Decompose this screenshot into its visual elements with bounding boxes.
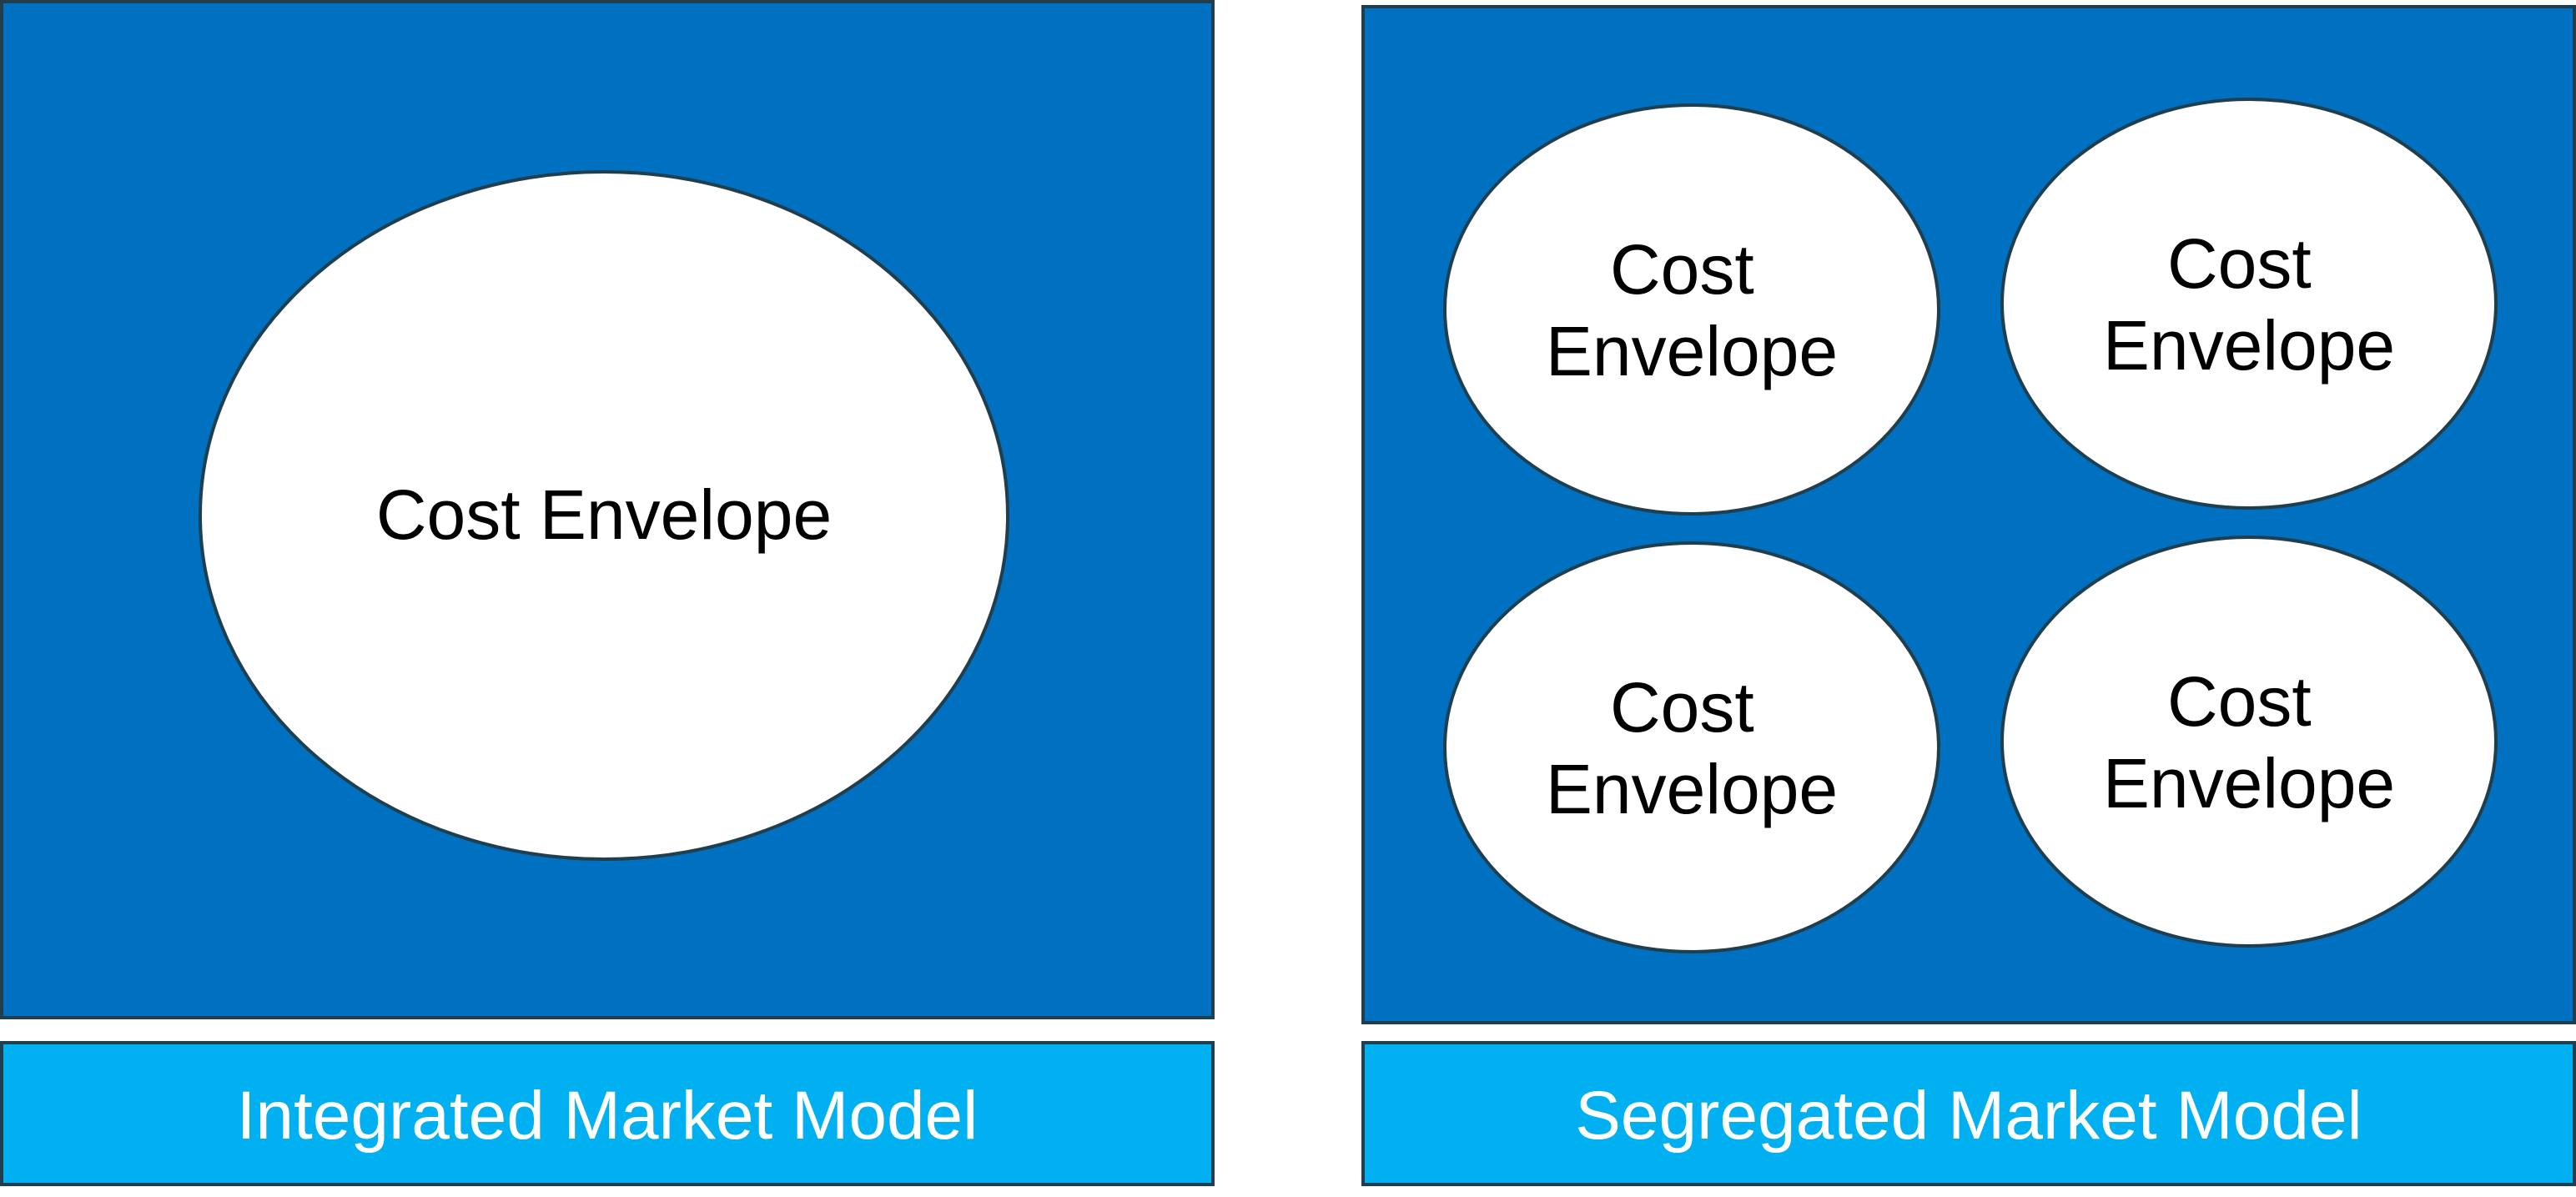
cost-envelope-ellipse xyxy=(2000,98,2498,510)
segregated-caption: Segregated Market Model xyxy=(1575,1078,2362,1154)
segregated-cost-envelope-1: Cost Envelope xyxy=(1443,103,1940,516)
segregated-cost-envelope-2: Cost Envelope xyxy=(2000,98,2498,510)
cost-envelope-label: Cost Envelope xyxy=(1546,668,1838,828)
segregated-cost-envelope-4: Cost Envelope xyxy=(2000,536,2498,948)
cost-envelope-label: Cost Envelope xyxy=(2103,224,2395,385)
cost-envelope-line-1: Cost xyxy=(1610,668,1754,747)
cost-envelope-line-1: Cost xyxy=(2167,662,2312,741)
cost-envelope-line-2: Envelope xyxy=(1546,312,1838,390)
cost-envelope-ellipse xyxy=(1443,103,1940,516)
integrated-cost-envelope-label: Cost Envelope xyxy=(376,475,832,554)
cost-envelope-label: Cost Envelope xyxy=(1546,230,1838,390)
integrated-market-model: Cost Envelope Integrated Market Model xyxy=(0,0,1215,1186)
segregated-cost-envelope-3: Cost Envelope xyxy=(1443,541,1940,953)
integrated-caption: Integrated Market Model xyxy=(237,1078,979,1154)
cost-envelope-line-1: Cost xyxy=(2167,224,2312,303)
integrated-caption-bar xyxy=(0,1041,1215,1186)
cost-envelope-ellipse xyxy=(1443,541,1940,953)
segregated-caption-bar xyxy=(1361,1041,2576,1186)
cost-envelope-line-2: Envelope xyxy=(1546,750,1838,828)
segregated-market-model: Cost Envelope Cost Envelope Cost Envelop… xyxy=(1361,5,2576,1186)
cost-envelope-line-2: Envelope xyxy=(2103,306,2395,385)
cost-envelope-line-1: Cost xyxy=(1610,230,1754,309)
cost-envelope-label: Cost Envelope xyxy=(2103,662,2395,822)
integrated-cost-envelope xyxy=(199,170,1009,861)
cost-envelope-line-2: Envelope xyxy=(2103,744,2395,822)
cost-envelope-ellipse xyxy=(2000,536,2498,948)
